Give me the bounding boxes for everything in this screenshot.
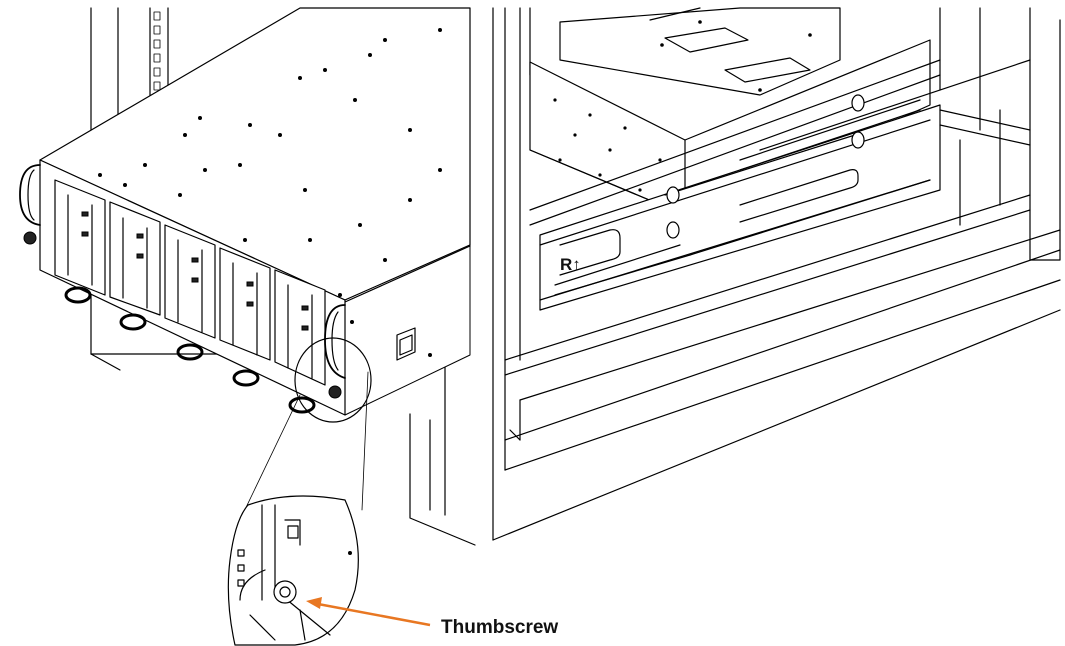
- drive-bays: [54, 179, 326, 414]
- thumbscrew-detail-magnifier: [227, 337, 372, 646]
- callout-arrowhead: [306, 597, 322, 609]
- thumbscrew-label: Thumbscrew: [441, 617, 559, 638]
- left-handle: [19, 164, 41, 245]
- rail-side-marking: R↑: [560, 255, 581, 274]
- thumbscrew-callout: [306, 597, 431, 627]
- top-cover-holes: [98, 28, 442, 297]
- rack-frame: [90, 7, 1061, 546]
- server-chassis: [19, 7, 471, 416]
- callout-leader-line: [317, 602, 431, 627]
- right-handle: [324, 304, 346, 399]
